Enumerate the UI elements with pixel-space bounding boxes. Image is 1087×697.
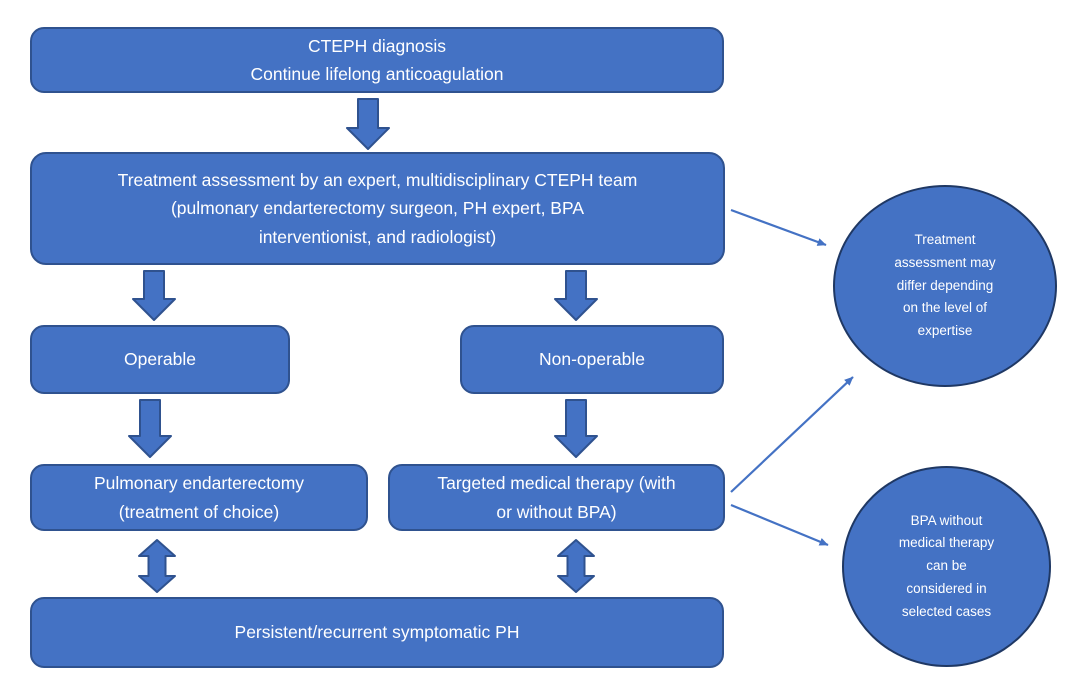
double-arrow-pea-persistent (138, 539, 176, 593)
down-arrow-diagnosis-to-assessment (346, 98, 390, 150)
down-arrow-operable-to-pea (128, 399, 172, 458)
box-persistent-ph: Persistent/recurrent symptomatic PH (30, 597, 724, 668)
box-cteph-diagnosis: CTEPH diagnosis Continue lifelong antico… (30, 27, 724, 93)
box-targeted-medical-therapy: Targeted medical therapy (with or withou… (388, 464, 725, 531)
double-arrow-therapy-persistent (557, 539, 595, 593)
box-non-operable-label: Non-operable (538, 349, 646, 370)
callout-note-bpa-label: BPA without medical therapy can be consi… (898, 512, 995, 619)
box-operable-label: Operable (124, 349, 196, 370)
connector-therapy-to-note-bpa (730, 503, 829, 547)
box-treatment-assessment-label: Treatment assessment by an expert, multi… (117, 169, 638, 247)
box-pulmonary-endarterectomy-label: Pulmonary endarterectomy (treatment of c… (93, 473, 305, 522)
box-targeted-medical-therapy-label: Targeted medical therapy (with or withou… (437, 473, 676, 522)
callout-note-expertise-label: Treatment assessment may differ dependin… (894, 232, 996, 338)
box-non-operable: Non-operable (460, 325, 724, 394)
callout-note-bpa: BPA without medical therapy can be consi… (842, 466, 1051, 667)
connector-assessment-to-note-expertise (730, 208, 827, 247)
box-persistent-ph-label: Persistent/recurrent symptomatic PH (234, 622, 520, 643)
box-pulmonary-endarterectomy: Pulmonary endarterectomy (treatment of c… (30, 464, 368, 531)
down-arrow-assessment-to-nonoperable (554, 270, 598, 321)
down-arrow-assessment-to-operable (132, 270, 176, 321)
down-arrow-nonoperable-to-therapy (554, 399, 598, 458)
connector-therapy-to-note-expertise (730, 376, 854, 493)
box-cteph-diagnosis-label: CTEPH diagnosis Continue lifelong antico… (250, 35, 504, 84)
box-treatment-assessment: Treatment assessment by an expert, multi… (30, 152, 725, 265)
callout-note-expertise: Treatment assessment may differ dependin… (833, 185, 1057, 387)
box-operable: Operable (30, 325, 290, 394)
